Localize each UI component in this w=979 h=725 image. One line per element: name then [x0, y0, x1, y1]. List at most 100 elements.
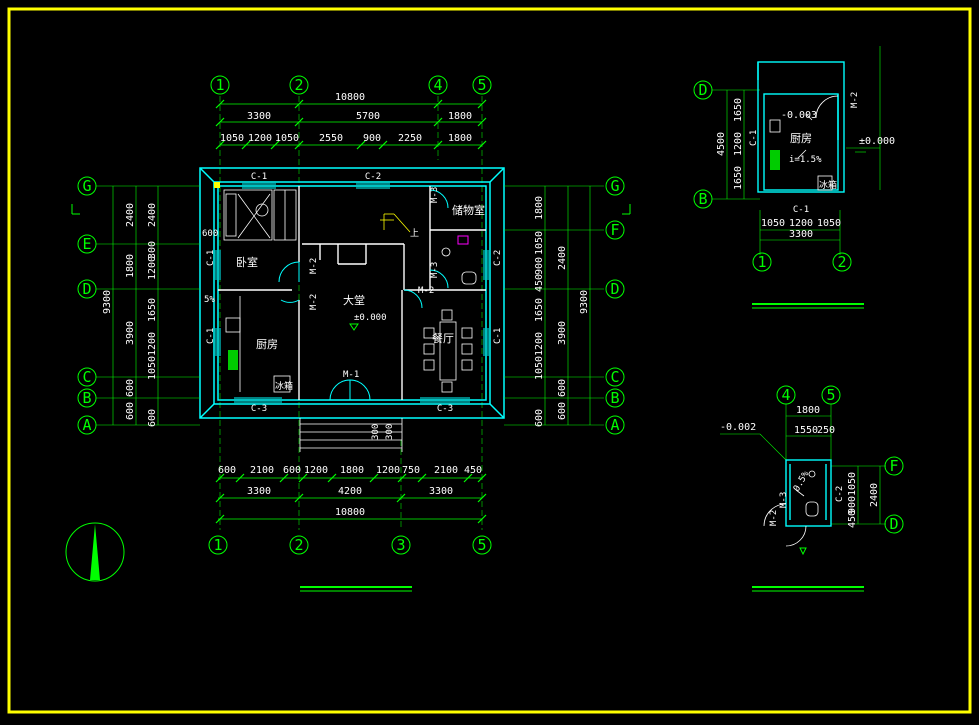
detail1-sink [770, 150, 780, 170]
bottom-detail-9: 450 [464, 465, 482, 476]
axis-top-4: 4 [433, 76, 442, 94]
room-bedroom-label: 卧室 [236, 255, 258, 269]
axis-right-F: F [610, 221, 619, 239]
step-dim-2: 300 [385, 424, 395, 440]
detail1-left-overall: 4500 [716, 132, 727, 156]
left-inner-1: 2400 [147, 203, 158, 227]
window-c1-left-1: C-1 [206, 250, 216, 266]
left-inner-5: 1200 [147, 332, 158, 356]
detail1-room: 厨房 [790, 132, 812, 145]
axis-right-C: C [610, 368, 619, 386]
right-inner-8: 600 [534, 409, 545, 427]
detail2-door-m2: M-2 [769, 510, 779, 526]
right-inner-1: 1800 [534, 196, 545, 220]
detail1-bottom-overall: 3300 [789, 229, 813, 240]
room-kitchen-label: 厨房 [256, 338, 278, 351]
right-inner-5: 1650 [534, 298, 545, 322]
detail2-title-underline [752, 586, 864, 592]
top-axis-bubbles: 1 2 4 5 [210, 75, 492, 95]
detail2-level-marker [799, 547, 807, 556]
right-dimension-lines [504, 185, 604, 426]
detail1-bottom-2: 1200 [789, 218, 813, 229]
bottom-span-1: 3300 [247, 486, 271, 497]
left-outer-5: 600 [125, 402, 136, 420]
axis-top-1: 1 [215, 76, 224, 94]
bottom-span-2: 4200 [338, 486, 362, 497]
detail2-right-1: 1050 [847, 472, 858, 496]
detail2-top-1: 1550 [794, 425, 818, 436]
kitchen-counter [225, 296, 291, 393]
top-detail-5: 900 [363, 133, 381, 144]
top-detail-1: 1050 [220, 133, 244, 144]
detail2-top-2: 250 [817, 425, 835, 436]
window-c1-top: C-1 [251, 172, 267, 182]
detail2-right-2: 900 [847, 496, 858, 514]
right-outer-1: 2400 [557, 246, 568, 270]
left-axis-bubbles: G E D C B A [77, 176, 97, 435]
detail-toilet: 4 5 F D 1800 1550 250 -0.002 1050 900 45… [720, 385, 904, 592]
top-span-2: 5700 [356, 111, 380, 122]
fridge-label: 冰箱 [275, 380, 293, 392]
detail1-bottom-3: 1050 [817, 218, 841, 229]
detail1-window-bottom: C-1 [793, 205, 809, 215]
top-overall-dim: 10800 [335, 92, 365, 103]
detail2-window: C-2 [835, 486, 845, 502]
room-storage-label: 储物室 [452, 203, 485, 217]
left-inner-6: 1050 [147, 356, 158, 380]
detail1-axis-1: 1 [757, 253, 766, 271]
right-inner-4: 450 [534, 274, 545, 292]
axis-bottom-1: 1 [213, 536, 222, 554]
axis-right-A: A [610, 416, 619, 434]
label-600: 600 [202, 229, 218, 239]
door-m3-wc: M-3 [430, 262, 440, 278]
door-m2-din: M-2 [418, 286, 434, 296]
detail1-fridge: 冰箱 [819, 179, 837, 191]
left-outer-2: 1800 [125, 254, 136, 278]
kitchen-sink [228, 350, 238, 370]
bottom-overall-dim: 10800 [335, 507, 365, 518]
top-detail-3: 1050 [275, 133, 299, 144]
detail1-slope: i=1.5% [789, 155, 822, 165]
exterior-walls [199, 167, 505, 419]
axis-left-C: C [82, 368, 91, 386]
left-dimension-lines [96, 185, 200, 426]
detail-kitchen: D B 1 2 -0.003 ±0.000 厨房 i=1.5% M-2 C-1 … [693, 46, 895, 309]
label-5pct: 5% [204, 295, 215, 305]
detail2-axis-F: F [889, 457, 898, 475]
north-arrow [65, 522, 125, 582]
corner-marker [214, 182, 220, 188]
axis-top-5: 5 [477, 76, 486, 94]
detail1-left-1: 1650 [733, 98, 744, 122]
left-inner-2: 300 [147, 241, 158, 259]
bottom-detail-4: 1200 [304, 465, 328, 476]
dining-table [423, 309, 473, 393]
bottom-detail-5: 1800 [340, 465, 364, 476]
detail2-axis-4: 4 [781, 386, 790, 404]
detail1-left-2: 1200 [733, 132, 744, 156]
detail2-right-overall: 2400 [869, 483, 880, 507]
right-inner-6: 1200 [534, 332, 545, 356]
top-detail-6: 2250 [398, 133, 422, 144]
left-overall-dim: 9300 [102, 290, 113, 314]
detail1-axis-bubbles: D B 1 2 [693, 80, 852, 272]
detail1-level1: -0.003 [781, 110, 817, 121]
drawing-frame [7, 7, 972, 714]
detail1-left-3: 1650 [733, 166, 744, 190]
detail2-axis-bubbles: 4 5 F D [776, 385, 904, 534]
detail2-axis-D: D [889, 515, 898, 533]
axis-right-G: G [610, 177, 619, 195]
bed-furniture [223, 189, 297, 241]
top-detail-2: 1200 [248, 133, 272, 144]
window-c1-left-2: C-1 [206, 328, 216, 344]
top-span-1: 3300 [247, 111, 271, 122]
axis-bottom-2: 2 [294, 536, 303, 554]
axis-left-D: D [82, 280, 91, 298]
right-outer-3: 600 [557, 379, 568, 397]
left-inner-3: 1200 [147, 256, 158, 280]
right-axis-bubbles: G F D C B A [605, 176, 625, 435]
top-detail-4: 2550 [319, 133, 343, 144]
top-span-3: 1800 [448, 111, 472, 122]
left-inner-7: 600 [147, 409, 158, 427]
wc-basin [457, 235, 469, 245]
